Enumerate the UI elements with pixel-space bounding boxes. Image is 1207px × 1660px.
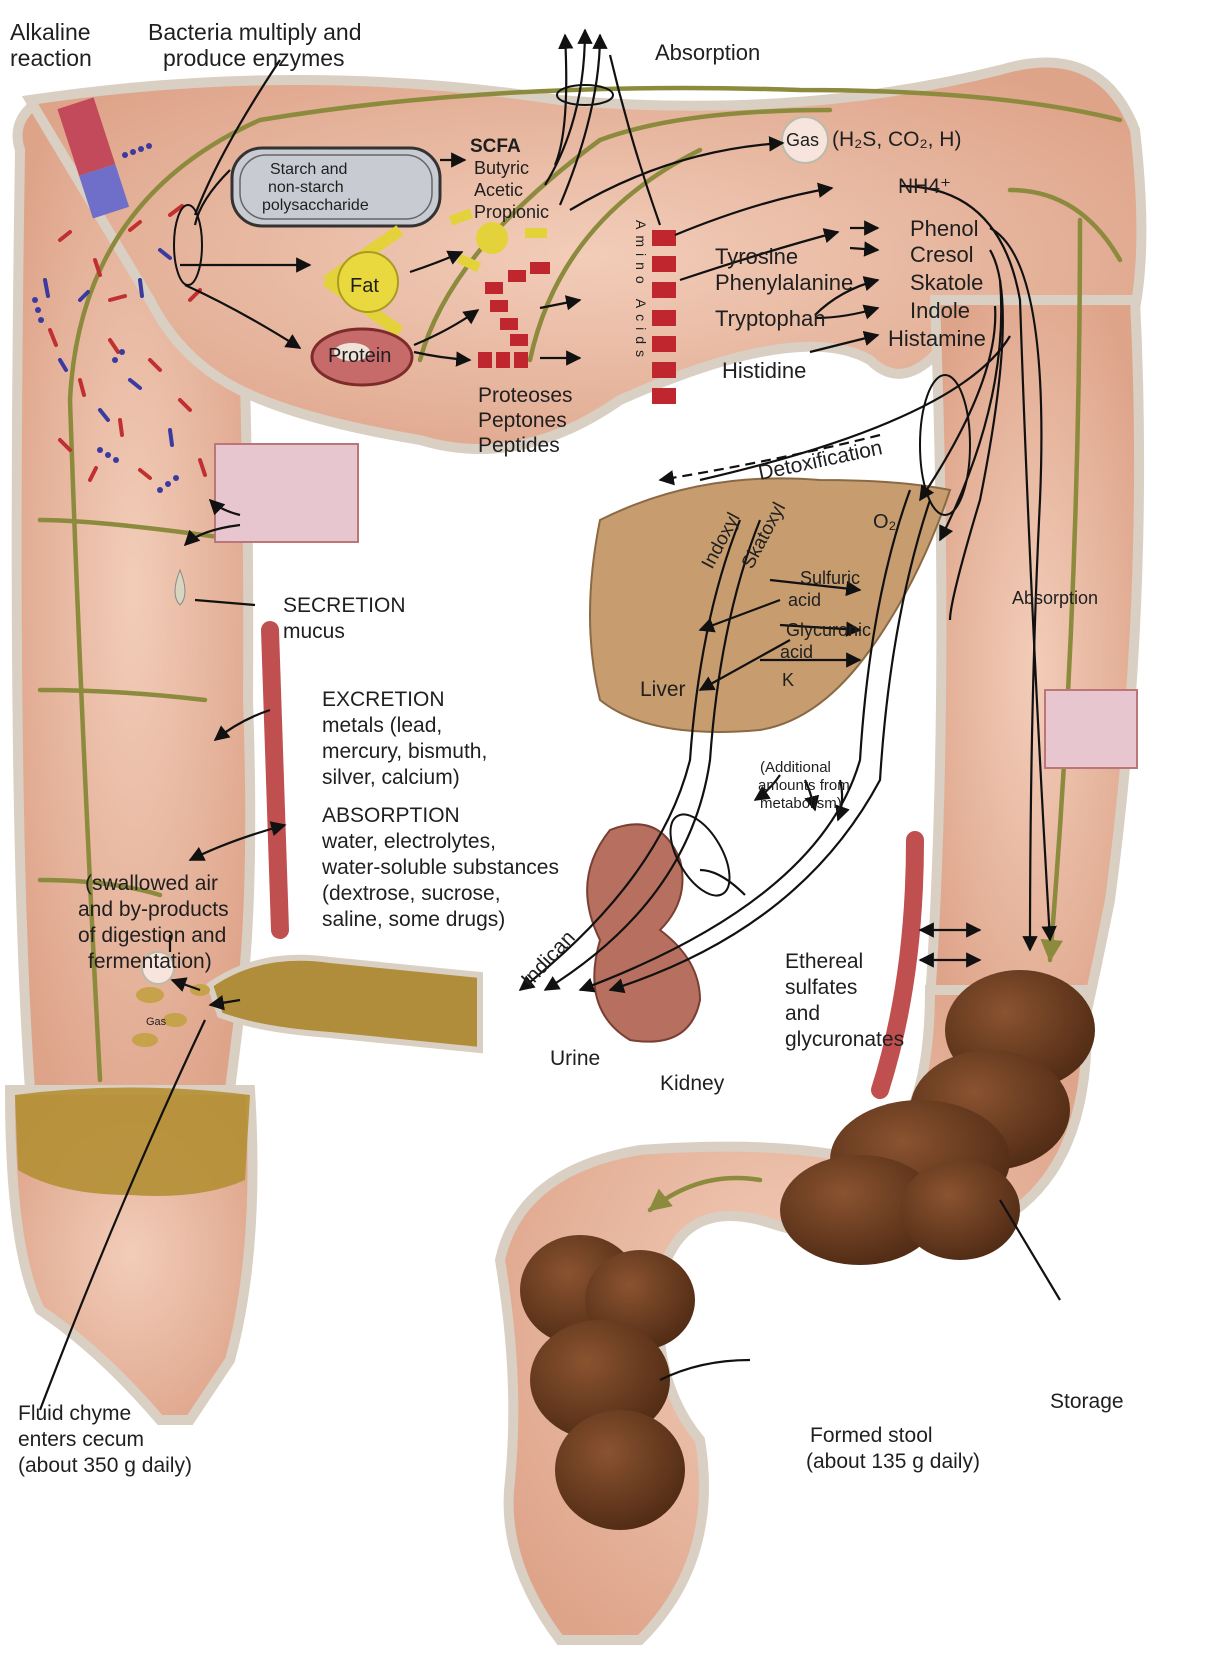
ileum bbox=[210, 958, 480, 1050]
label-gas-formula: (H₂S, CO₂, H) bbox=[832, 128, 961, 151]
label-stool: Formed stool(about 135 g daily) bbox=[806, 1424, 980, 1473]
label-liver: Liver bbox=[640, 678, 686, 701]
label-nh4: NH4⁺ bbox=[898, 175, 951, 198]
label-absorption-right: Absorption bbox=[1012, 588, 1098, 608]
label-protein: Protein bbox=[328, 345, 391, 367]
label-gas-top: Gas bbox=[786, 130, 819, 150]
label-scfa: SCFA bbox=[470, 136, 521, 157]
label-o2: O₂ bbox=[873, 511, 896, 533]
label-kidney: Kidney bbox=[660, 1072, 725, 1095]
label-fat: Fat bbox=[350, 275, 379, 297]
label-detox: Detoxification bbox=[756, 436, 884, 485]
label-gas-small: Gas bbox=[146, 1016, 167, 1028]
label-indican: Indican bbox=[517, 926, 580, 991]
label-urine: Urine bbox=[550, 1047, 600, 1070]
vessel-right bbox=[880, 840, 915, 1090]
mucosa-insert-left bbox=[215, 444, 358, 542]
label-amino-vertical: Amino Acids bbox=[633, 220, 649, 363]
label-absorption-top: Absorption bbox=[655, 40, 760, 65]
vessel-left bbox=[270, 630, 280, 930]
mucosa-insert-right bbox=[1045, 690, 1137, 768]
label-storage: Storage bbox=[1050, 1390, 1124, 1413]
kidney bbox=[587, 824, 700, 1041]
